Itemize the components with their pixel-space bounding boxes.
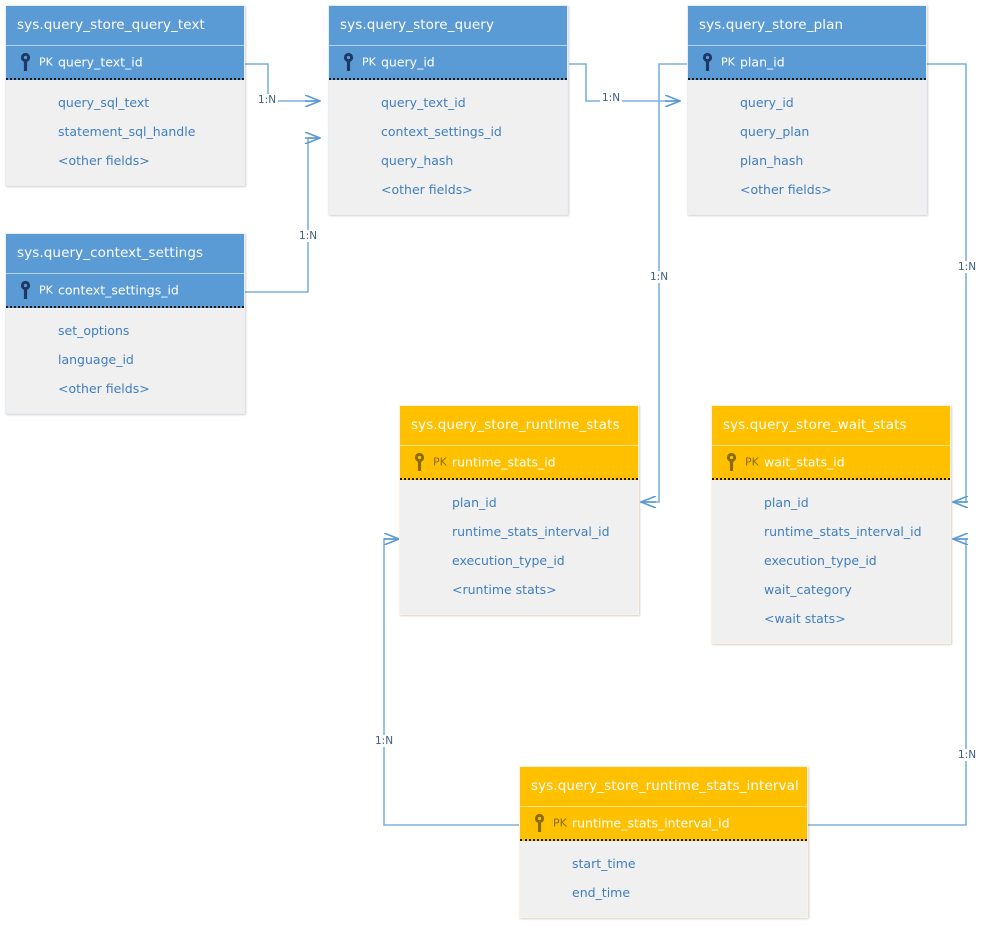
entity-query-context-settings[interactable]: sys.query_context_settings PK context_se… [5, 233, 245, 414]
pk-field-name: runtime_stats_id [452, 454, 556, 470]
entity-query-store-query[interactable]: sys.query_store_query PK query_id query_… [328, 5, 568, 215]
entity-primary-key-row[interactable]: PK plan_id [688, 45, 926, 80]
cardinality-rel-interval-runtime-stats: 1:N [373, 735, 396, 747]
entity-title: sys.query_store_query [329, 6, 567, 45]
entity-field: <other fields> [381, 182, 473, 197]
entity-field: wait_category [764, 582, 852, 597]
entity-field-list: start_time end_time [520, 841, 807, 917]
key-icon [414, 452, 425, 471]
entity-field: plan_id [452, 495, 497, 510]
entity-field-list: query_sql_text statement_sql_handle <oth… [6, 80, 244, 185]
pk-label: PK [553, 816, 567, 830]
entity-title: sys.query_store_query_text [6, 6, 244, 45]
entity-field: plan_hash [740, 153, 804, 168]
entity-query-store-plan[interactable]: sys.query_store_plan PK plan_id query_id… [687, 5, 927, 215]
entity-query-store-query-text[interactable]: sys.query_store_query_text PK query_text… [5, 5, 245, 186]
entity-field: execution_type_id [764, 553, 877, 568]
entity-field-list: plan_id runtime_stats_interval_id execut… [400, 480, 638, 614]
cardinality-rel-plan-wait-stats: 1:N [956, 261, 979, 273]
entity-title: sys.query_store_wait_stats [712, 406, 950, 445]
pk-label: PK [745, 455, 759, 469]
key-icon [20, 52, 31, 71]
pk-field-name: runtime_stats_interval_id [572, 815, 730, 831]
entity-field: context_settings_id [381, 124, 502, 139]
entity-title: sys.query_store_runtime_stats [400, 406, 638, 445]
entity-field: language_id [58, 352, 134, 367]
entity-primary-key-row[interactable]: PK wait_stats_id [712, 445, 950, 480]
entity-field: query_id [740, 95, 794, 110]
entity-title: sys.query_store_runtime_stats_interval [520, 767, 807, 806]
cardinality-rel-query-plan: 1:N [600, 92, 623, 104]
entity-field: <other fields> [58, 153, 150, 168]
connector-rel-plan-runtime-stats [641, 63, 688, 502]
entity-field: query_sql_text [58, 95, 150, 110]
cardinality-rel-interval-wait-stats: 1:N [956, 749, 979, 761]
pk-field-name: context_settings_id [58, 282, 179, 298]
entity-primary-key-row[interactable]: PK query_text_id [6, 45, 244, 80]
entity-field: runtime_stats_interval_id [764, 524, 922, 539]
pk-label: PK [39, 55, 53, 69]
entity-field-list: query_text_id context_settings_id query_… [329, 80, 567, 214]
entity-field: <runtime stats> [452, 582, 557, 597]
entity-primary-key-row[interactable]: PK runtime_stats_id [400, 445, 638, 480]
key-icon [20, 280, 31, 299]
key-icon [726, 452, 737, 471]
pk-label: PK [39, 283, 53, 297]
entity-field: <other fields> [58, 381, 150, 396]
entity-field-list: query_id query_plan plan_hash <other fie… [688, 80, 926, 214]
pk-field-name: query_id [381, 54, 435, 70]
pk-field-name: query_text_id [58, 54, 143, 70]
pk-label: PK [433, 455, 447, 469]
pk-field-name: wait_stats_id [764, 454, 845, 470]
entity-title: sys.query_store_plan [688, 6, 926, 45]
connector-rel-query-plan [569, 63, 680, 101]
entity-field: <other fields> [740, 182, 832, 197]
entity-query-store-runtime-stats-interval[interactable]: sys.query_store_runtime_stats_interval P… [519, 766, 808, 918]
key-icon [534, 813, 545, 832]
key-icon [343, 52, 354, 71]
pk-label: PK [721, 55, 735, 69]
entity-primary-key-row[interactable]: PK runtime_stats_interval_id [520, 806, 807, 841]
entity-field: set_options [58, 323, 130, 338]
cardinality-rel-plan-runtime-stats: 1:N [648, 271, 671, 283]
entity-field: start_time [572, 856, 636, 871]
entity-field: plan_id [764, 495, 809, 510]
entity-query-store-wait-stats[interactable]: sys.query_store_wait_stats PK wait_stats… [711, 405, 951, 644]
entity-field-list: plan_id runtime_stats_interval_id execut… [712, 480, 950, 643]
pk-label: PK [362, 55, 376, 69]
entity-field: runtime_stats_interval_id [452, 524, 610, 539]
entity-field: query_hash [381, 153, 454, 168]
entity-field: query_plan [740, 124, 810, 139]
pk-field-name: plan_id [740, 54, 785, 70]
entity-field: execution_type_id [452, 553, 565, 568]
entity-field: query_text_id [381, 95, 466, 110]
entity-primary-key-row[interactable]: PK context_settings_id [6, 273, 244, 308]
cardinality-rel-query-text: 1:N [256, 94, 279, 106]
entity-primary-key-row[interactable]: PK query_id [329, 45, 567, 80]
key-icon [702, 52, 713, 71]
cardinality-rel-context-settings: 1:N [297, 230, 320, 242]
entity-field: <wait stats> [764, 611, 846, 626]
entity-query-store-runtime-stats[interactable]: sys.query_store_runtime_stats PK runtime… [399, 405, 639, 615]
entity-field: end_time [572, 885, 631, 900]
entity-field: statement_sql_handle [58, 124, 196, 139]
entity-field-list: set_options language_id <other fields> [6, 308, 244, 413]
connector-rel-context-settings [245, 138, 320, 293]
entity-title: sys.query_context_settings [6, 234, 244, 273]
